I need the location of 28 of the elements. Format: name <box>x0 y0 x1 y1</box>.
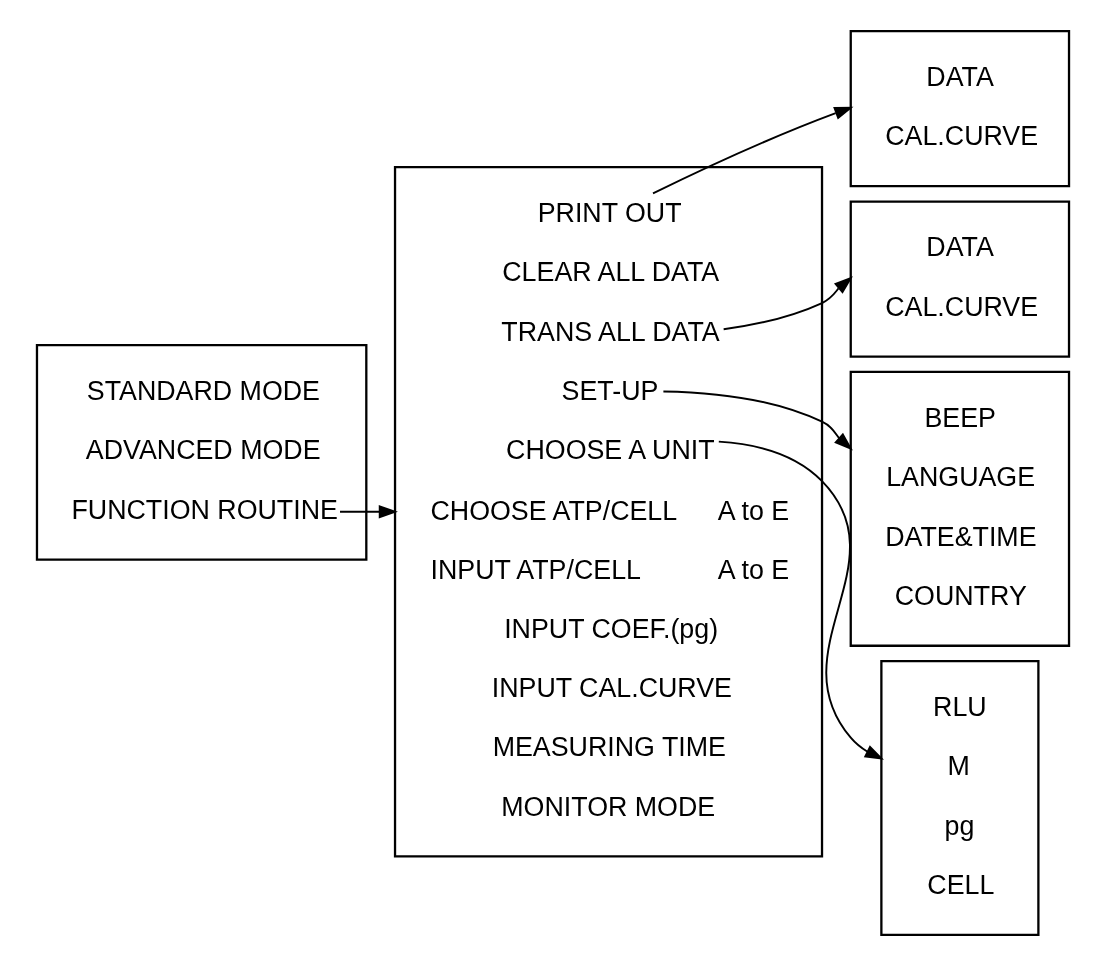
node-text: INPUT CAL.CURVE <box>491 672 732 703</box>
node-text: MONITOR MODE <box>501 791 716 822</box>
node-text: ADVANCED MODE <box>85 435 321 466</box>
node-label: A to E <box>717 555 790 586</box>
node-text: CELL <box>927 870 995 901</box>
node-text: LANGUAGE <box>886 462 1036 493</box>
node-text: M <box>947 751 970 782</box>
node-text: TRANS ALL DATA <box>501 316 720 347</box>
node-text: RLU <box>933 692 987 723</box>
node-text: PRINT OUT <box>537 198 682 229</box>
node-text: DATE&TIME <box>885 521 1037 552</box>
node-text: SET-UP <box>561 376 659 407</box>
node-text: FUNCTION ROUTINE <box>71 494 338 525</box>
node-text: COUNTRY <box>894 580 1027 611</box>
node-text: CHOOSE ATP/CELL <box>430 495 678 526</box>
node-text: CHOOSE A UNIT <box>506 435 715 466</box>
node-text: INPUT ATP/CELL <box>430 555 641 586</box>
node-label: A to E <box>717 495 790 526</box>
node-text: MEASURING TIME <box>492 732 726 763</box>
node-text: DATA <box>926 62 994 93</box>
node-text: STANDARD MODE <box>86 376 321 407</box>
node-text: pg <box>944 810 975 841</box>
node-text: CAL.CURVE <box>885 121 1039 152</box>
node-text: INPUT COEF.(pg) <box>504 613 719 644</box>
node-text: BEEP <box>924 402 996 433</box>
node-text: DATA <box>926 232 994 263</box>
node-text: CAL.CURVE <box>885 291 1039 322</box>
node-text: CLEAR ALL DATA <box>502 257 720 288</box>
